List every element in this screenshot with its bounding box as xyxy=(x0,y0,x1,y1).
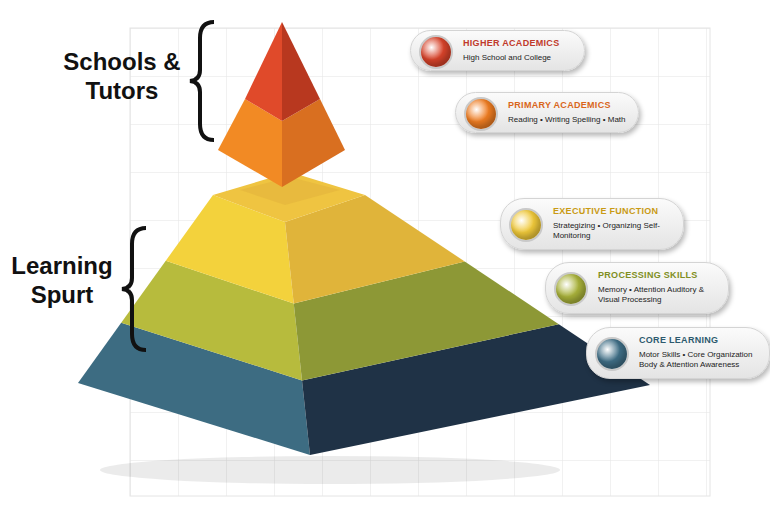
bracket-label: Learning Spurt xyxy=(2,252,122,310)
bracket xyxy=(190,22,214,140)
legend-pill: HIGHER ACADEMICS High School and College xyxy=(410,30,585,71)
color-dot xyxy=(419,35,453,69)
pill-heading: HIGHER ACADEMICS xyxy=(463,38,572,48)
pill-heading: PROCESSING SKILLS xyxy=(598,270,716,280)
pill-body: Strategizing • Organizing Self-Monitorin… xyxy=(553,221,671,242)
legend-pill: PRIMARY ACADEMICS Reading • Writing Spell… xyxy=(455,92,639,133)
color-dot xyxy=(464,97,498,131)
pill-heading: CORE LEARNING xyxy=(639,335,757,345)
higher-left-face xyxy=(245,22,282,121)
legend-pill: PROCESSING SKILLS Memory • Attention Audi… xyxy=(545,262,729,314)
pill-body: High School and College xyxy=(463,53,572,63)
pill-heading: PRIMARY ACADEMICS xyxy=(508,100,626,110)
legend-pill: EXECUTIVE FUNCTION Strategizing • Organiz… xyxy=(500,198,684,250)
legend-pill: CORE LEARNING Motor Skills • Core Organiz… xyxy=(586,327,770,379)
pill-heading: EXECUTIVE FUNCTION xyxy=(553,206,671,216)
bracket xyxy=(122,228,146,350)
higher-right-face xyxy=(282,22,320,121)
bracket-label: Schools & Tutors xyxy=(52,48,192,106)
color-dot xyxy=(595,337,629,371)
color-dot xyxy=(509,208,543,242)
pill-body: Motor Skills • Core Organization Body & … xyxy=(639,350,757,371)
pill-body: Reading • Writing Spelling • Math xyxy=(508,115,626,125)
color-dot xyxy=(554,272,588,306)
pill-body: Memory • Attention Auditory & Visual Pro… xyxy=(598,285,716,306)
shadow xyxy=(100,456,560,484)
